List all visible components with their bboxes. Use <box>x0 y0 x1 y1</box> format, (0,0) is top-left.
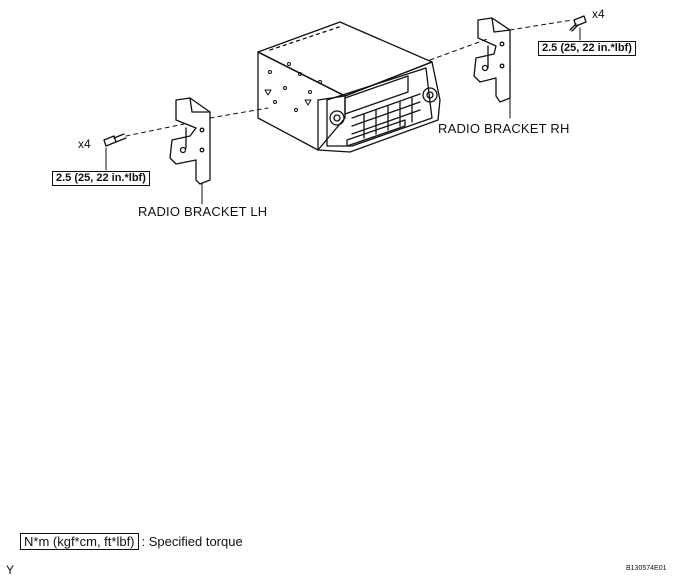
quantity-label-left: x4 <box>78 137 91 151</box>
torque-spec-right: 2.5 (25, 22 in.*lbf) <box>538 41 636 56</box>
radio-bracket-rh-label: RADIO BRACKET RH <box>438 121 570 136</box>
radio-receiver-unit <box>257 21 441 153</box>
quantity-label-right: x4 <box>592 7 605 21</box>
bolt-right <box>569 15 587 32</box>
bolt-left <box>103 133 127 147</box>
radio-bracket-rh <box>473 17 511 103</box>
legend-description: : Specified torque <box>141 534 243 549</box>
footer-left-mark: Y <box>6 563 15 577</box>
radio-bracket-lh-label: RADIO BRACKET LH <box>138 204 268 219</box>
leader-lines <box>105 27 581 205</box>
torque-legend: N*m (kgf*cm, ft*lbf): Specified torque <box>20 533 243 550</box>
radio-bracket-lh <box>169 97 211 185</box>
legend-unit-box: N*m (kgf*cm, ft*lbf) <box>20 533 139 550</box>
figure-code: B130574E01 <box>626 565 667 572</box>
torque-spec-left: 2.5 (25, 22 in.*lbf) <box>52 171 150 186</box>
alignment-lines <box>125 19 573 137</box>
